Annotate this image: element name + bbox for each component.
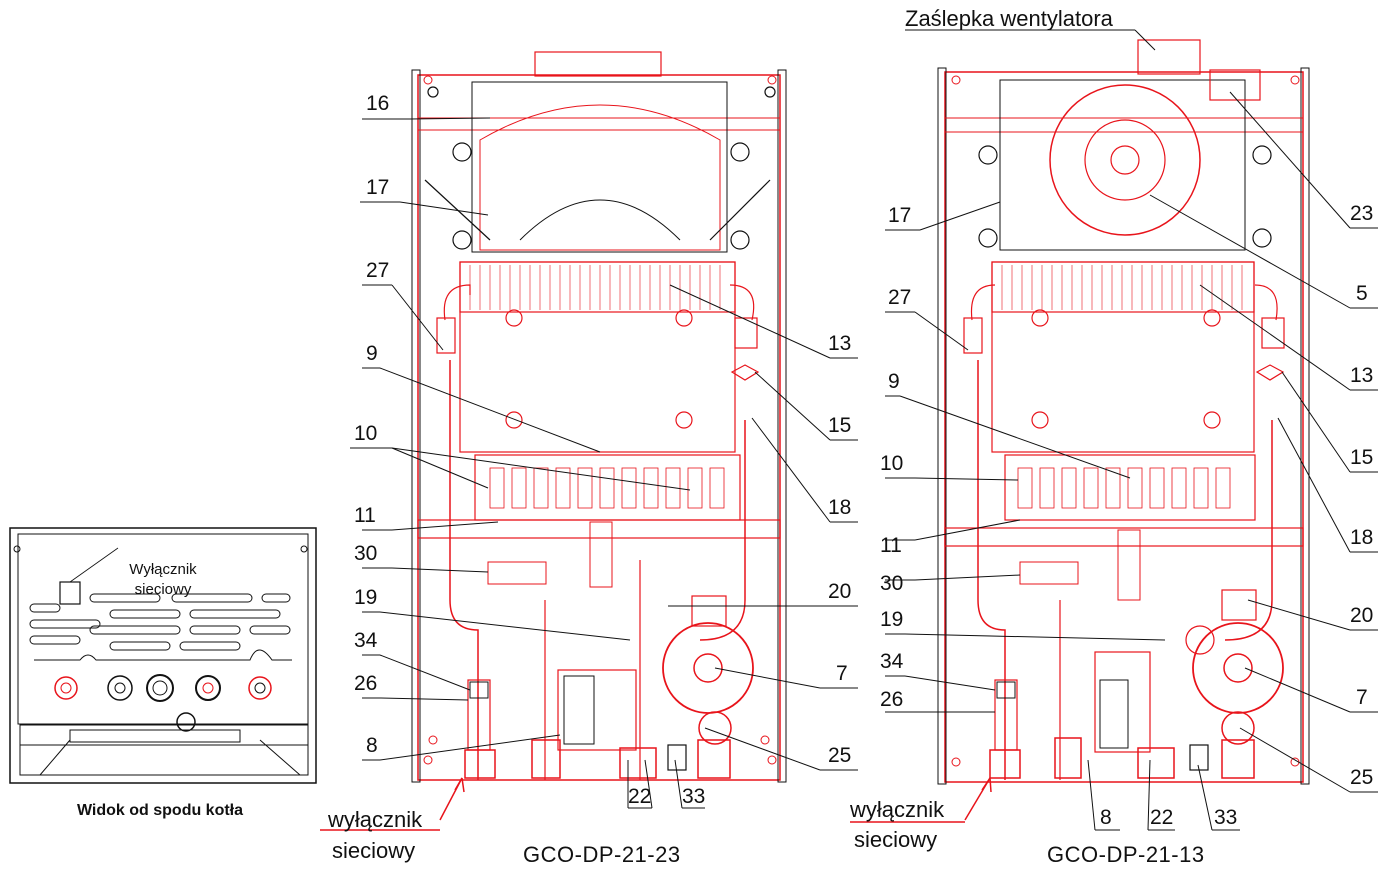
label-20-right: 20 <box>1350 604 1373 627</box>
label-8-left: 8 <box>366 734 378 757</box>
label-27-right: 27 <box>888 286 911 309</box>
label-5: 5 <box>1356 282 1368 305</box>
labels: 16 17 27 9 10 11 30 19 34 26 8 13 15 18 … <box>327 6 1373 867</box>
label-7-left: 7 <box>836 662 848 685</box>
mains-switch-label-left-1: wyłącznik <box>327 807 423 832</box>
mains-switch-label-right-1: wyłącznik <box>849 797 945 822</box>
label-22-right: 22 <box>1150 806 1173 829</box>
label-25-left: 25 <box>828 744 851 767</box>
label-26-left: 26 <box>354 672 377 695</box>
label-15-right: 15 <box>1350 446 1373 469</box>
mains-switch-label-right-2: sieciowy <box>854 827 937 852</box>
label-27-left: 27 <box>366 259 389 282</box>
fan-cap-label: Zaślepka wentylatora <box>905 6 1114 31</box>
label-8-right: 8 <box>1100 806 1112 829</box>
boiler-right <box>937 39 1310 785</box>
model-label-right: GCO-DP-21-13 <box>1047 842 1205 867</box>
mains-switch-arrows <box>320 777 992 831</box>
label-17-left: 17 <box>366 176 389 199</box>
model-label-left: GCO-DP-21-23 <box>523 842 681 867</box>
label-30-right: 30 <box>880 572 903 595</box>
boiler-left <box>411 51 787 783</box>
label-15-left: 15 <box>828 414 851 437</box>
switch-label-top: Wyłącznik <box>129 561 197 578</box>
label-22-left: 22 <box>628 785 651 808</box>
leaders-left <box>350 117 858 809</box>
bottom-view: Wyłącznik sieciowy Widok od spodu kotła <box>9 527 317 819</box>
label-13-left: 13 <box>828 332 851 355</box>
label-17-right: 17 <box>888 204 911 227</box>
label-16: 16 <box>366 92 389 115</box>
label-13-right: 13 <box>1350 364 1373 387</box>
label-9-right: 9 <box>888 370 900 393</box>
label-11-right: 11 <box>880 534 902 557</box>
label-9-left: 9 <box>366 342 378 365</box>
label-10-right: 10 <box>880 452 903 475</box>
bottom-view-caption: Widok od spodu kotła <box>77 802 243 819</box>
label-18-right: 18 <box>1350 526 1373 549</box>
label-25-right: 25 <box>1350 766 1373 789</box>
label-30-left: 30 <box>354 542 377 565</box>
label-33-right: 33 <box>1214 806 1237 829</box>
label-33-left: 33 <box>682 785 705 808</box>
label-10-left: 10 <box>354 422 377 445</box>
label-11-left: 11 <box>354 504 376 527</box>
label-18-left: 18 <box>828 496 851 519</box>
label-23: 23 <box>1350 202 1373 225</box>
label-34-right: 34 <box>880 650 904 673</box>
leaders-right <box>885 29 1378 831</box>
label-7-right: 7 <box>1356 686 1368 709</box>
label-19-right: 19 <box>880 608 903 631</box>
label-20-left: 20 <box>828 580 851 603</box>
mains-switch-label-left-2: sieciowy <box>332 838 415 863</box>
label-19-left: 19 <box>354 586 377 609</box>
label-26-right: 26 <box>880 688 903 711</box>
label-34-left: 34 <box>354 629 378 652</box>
switch-label-bottom: sieciowy <box>135 581 192 598</box>
